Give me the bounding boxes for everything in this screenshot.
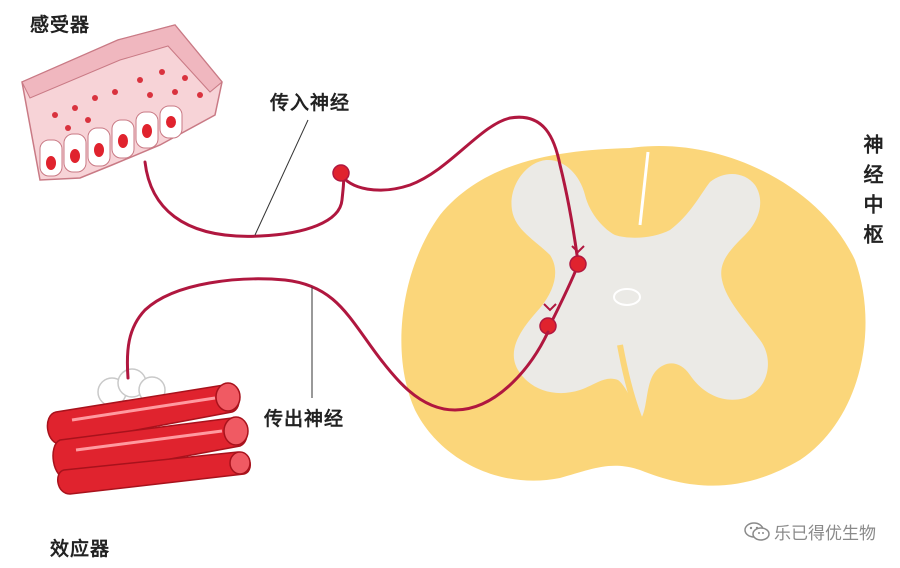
watermark: 乐已得优生物 (744, 519, 876, 544)
afferent-nerve-label: 传入神经 (270, 92, 351, 114)
interneuron-soma (569, 255, 587, 273)
synapse-marker (543, 303, 557, 312)
effector-label: 效应器 (50, 538, 111, 560)
synapse-marker (571, 245, 585, 254)
efferent-nerve-path (125, 277, 550, 412)
receptor-tissue (21, 24, 223, 181)
effector-muscle (46, 368, 251, 495)
receptor-label: 感受器 (30, 14, 91, 36)
nerve-center-label: 神经中枢 (860, 134, 884, 254)
spinal-cord (401, 145, 866, 486)
afferent-nerve-path (143, 115, 580, 264)
afferent-ganglion (332, 164, 350, 182)
wechat-icon (744, 521, 770, 541)
watermark-text: 乐已得优生物 (774, 524, 876, 544)
efferent-nerve-label: 传出神经 (264, 408, 345, 430)
afferent-leader-line (254, 119, 309, 236)
